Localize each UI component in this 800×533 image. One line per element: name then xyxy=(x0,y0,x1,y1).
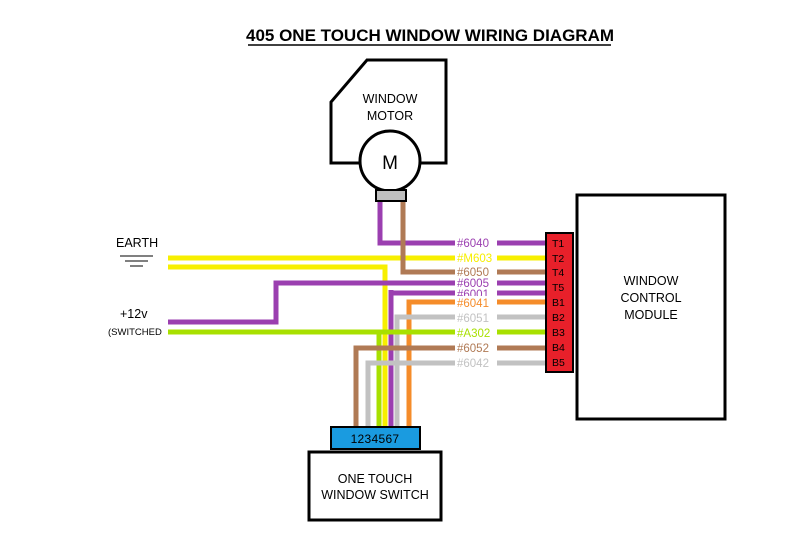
wire-label-6042: #6042 xyxy=(457,358,489,370)
motor-symbol: M xyxy=(382,153,398,174)
module-label-line2: CONTROL xyxy=(620,291,681,305)
pin-T5: T5 xyxy=(552,282,564,294)
earth-terminal: EARTH xyxy=(116,236,158,267)
pin-T4: T4 xyxy=(552,267,564,279)
wire-labels: #6040 #M603 #6050 #6005 #6001 #6041 #605… xyxy=(455,236,497,370)
motor-label-line1: WINDOW xyxy=(363,92,418,106)
window-control-module: WINDOW CONTROL MODULE T1 T2 T4 T5 B1 B2 … xyxy=(545,193,727,421)
diagram-title: 405 ONE TOUCH WINDOW WIRING DIAGRAM xyxy=(246,26,614,45)
pin-B3: B3 xyxy=(552,327,565,339)
wire-6050 xyxy=(400,200,546,275)
pin-B5: B5 xyxy=(552,357,565,369)
wire-label-6041: #6041 xyxy=(457,298,489,310)
switch-connector xyxy=(330,426,421,450)
pin-B4: B4 xyxy=(552,342,565,354)
wire-label-6040: #6040 xyxy=(457,238,489,250)
module-connector xyxy=(545,232,574,373)
switch-label-line1: ONE TOUCH xyxy=(338,472,413,486)
earth-label: EARTH xyxy=(116,236,158,250)
one-touch-window-switch: 1234567 ONE TOUCH WINDOW SWITCH xyxy=(307,426,443,522)
power-terminal: +12v (SWITCHED xyxy=(108,307,162,338)
wire-label-6052: #6052 xyxy=(457,343,489,355)
switch-label-line2: WINDOW SWITCH xyxy=(321,488,429,502)
wire-6041 xyxy=(406,299,546,428)
power-sub-label: (SWITCHED xyxy=(108,327,162,338)
wire-label-A302: #A302 xyxy=(457,328,490,340)
wire-label-M603: #M603 xyxy=(457,253,492,265)
module-box xyxy=(575,193,727,421)
motor-label-line2: MOTOR xyxy=(367,109,413,123)
switch-box xyxy=(307,450,443,522)
wire-yellow-switch xyxy=(168,264,388,428)
module-label-line1: WINDOW xyxy=(624,274,679,288)
wire-label-6051: #6051 xyxy=(457,313,489,325)
power-label: +12v xyxy=(120,307,148,321)
module-label-line3: MODULE xyxy=(624,308,677,322)
pin-B1: B1 xyxy=(552,297,565,309)
pin-T1: T1 xyxy=(552,238,564,250)
pin-T2: T2 xyxy=(552,253,564,265)
window-motor: WINDOW MOTOR M xyxy=(329,58,448,202)
switch-pin-numbers: 1234567 xyxy=(351,432,400,446)
wire-6005 xyxy=(168,280,546,325)
motor-shaft xyxy=(375,189,407,202)
pin-B2: B2 xyxy=(552,312,565,324)
